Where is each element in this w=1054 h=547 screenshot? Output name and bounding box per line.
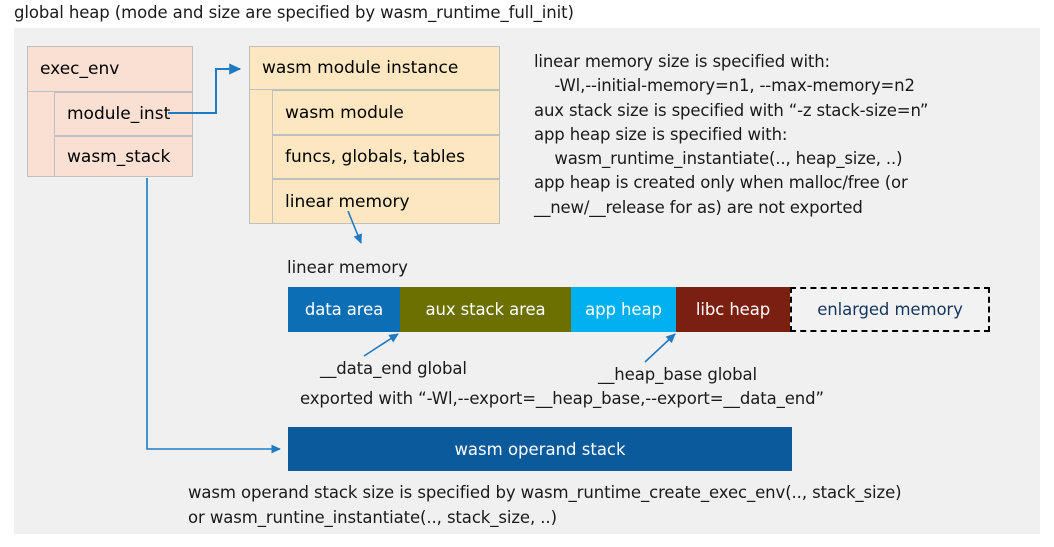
module-instance-field-wasm-module[interactable]: wasm module (272, 90, 500, 135)
exec-env-field-wasm-stack[interactable]: wasm_stack (54, 136, 193, 177)
memory-segment-data-area[interactable]: data area (288, 287, 400, 332)
memory-config-description: linear memory size is specified with: -W… (534, 52, 929, 217)
page-title: global heap (mode and size are specified… (14, 3, 574, 22)
exec-env-title: exec_env (40, 59, 120, 79)
module-instance-title: wasm module instance (262, 58, 459, 78)
exec-env-header: exec_env (27, 46, 193, 92)
module-instance-field-funcs-globals-tables[interactable]: funcs, globals, tables (272, 135, 500, 179)
memory-segment-libc-heap-label: libc heap (695, 300, 771, 319)
module-instance-field-linear-memory-label: linear memory (285, 191, 410, 212)
exec-env-field-wasm-stack-label: wasm_stack (67, 146, 171, 167)
wasm-operand-stack-box[interactable]: wasm operand stack (288, 427, 792, 471)
module-instance-header: wasm module instance (249, 46, 500, 90)
memory-segment-aux-stack-area-label: aux stack area (425, 300, 546, 319)
linear-memory-bar: data area aux stack area app heap libc h… (288, 287, 990, 332)
exec-env-field-module-inst[interactable]: module_inst (54, 92, 193, 136)
annotation-data-end: __data_end global (320, 359, 467, 378)
memory-segment-aux-stack-area[interactable]: aux stack area (400, 287, 571, 332)
annotation-heap-base: __heap_base global (598, 365, 758, 384)
operand-stack-footer: wasm operand stack size is specified by … (188, 483, 902, 527)
memory-segment-app-heap[interactable]: app heap (571, 287, 676, 332)
memory-segment-data-area-label: data area (304, 300, 384, 319)
wasm-operand-stack-label: wasm operand stack (454, 439, 626, 459)
memory-segment-app-heap-label: app heap (585, 300, 662, 319)
memory-segment-enlarged-memory-label: enlarged memory (817, 300, 963, 319)
module-instance-field-linear-memory[interactable]: linear memory (272, 179, 500, 224)
exec-env-field-module-inst-label: module_inst (67, 104, 171, 124)
linear-memory-caption: linear memory (287, 258, 408, 277)
memory-segment-enlarged-memory[interactable]: enlarged memory (790, 287, 990, 332)
module-instance-field-wasm-module-label: wasm module (285, 102, 404, 123)
module-instance-field-funcs-globals-tables-label: funcs, globals, tables (285, 147, 465, 167)
memory-segment-libc-heap[interactable]: libc heap (676, 287, 790, 332)
annotation-exported-with: exported with “-Wl,--export=__heap_base,… (300, 389, 824, 408)
